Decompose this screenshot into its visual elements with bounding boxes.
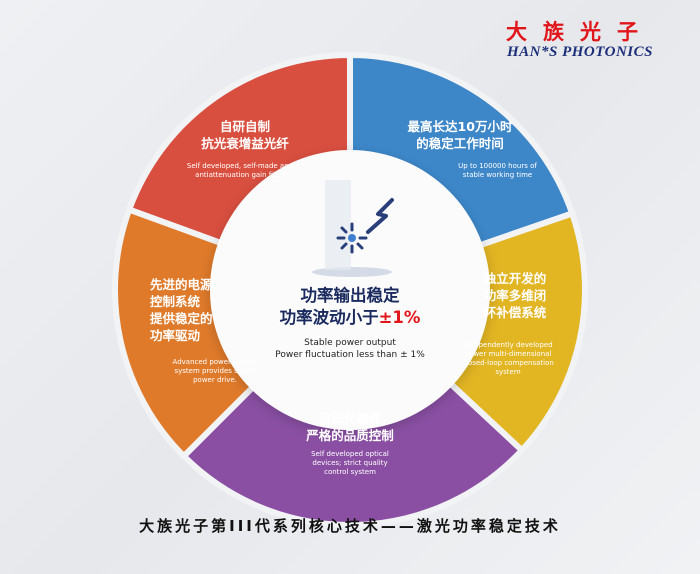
center-message: 功率输出稳定 功率波动小于±1% Stable power output Pow… [250, 285, 450, 361]
segment-power: 先进的电源控制系统提供稳定的功率驱动 Advanced power contro… [150, 276, 257, 385]
laser-icon [312, 180, 394, 277]
segment-title: 先进的电源控制系统提供稳定的功率驱动 [150, 277, 213, 343]
segment-subtitle: Up to 100000 hours of stable working tim… [458, 162, 537, 179]
segment-subtitle: Self developed optical devices; strict q… [311, 450, 389, 476]
segment-subtitle: Advanced power control system provides s… [172, 358, 258, 384]
footer-title: 大族光子第III代系列核心技术——激光功率稳定技术 [139, 517, 561, 535]
center-en2: Power fluctuation less than ± 1% [275, 350, 425, 360]
center-en1: Stable power output [304, 338, 396, 348]
brand-logo: 大族光子 HAN*S PHOTONICS [495, 20, 665, 61]
segment-optical: 自研光器件严格的品质控制 Self developed optical devi… [280, 410, 420, 477]
segment-title: 自研光器件严格的品质控制 [306, 411, 394, 443]
segment-subtitle: Independently developed power multi-dime… [462, 341, 554, 376]
segment-title: 最高长达10万小时的稳定工作时间 [407, 119, 513, 151]
logo-en: HAN*S PHOTONICS [506, 44, 653, 60]
center-line1: 功率输出稳定 [300, 286, 400, 305]
center-disc [210, 150, 490, 430]
segment-fiber: 自研自制抗光衰增益光纤 Self developed, self-made an… [160, 118, 330, 180]
segment-closed-loop: 独立开发的功率多维闭环补偿系统 Independently developed … [462, 270, 560, 377]
segment-title: 独立开发的功率多维闭环补偿系统 [483, 271, 547, 320]
segment-title: 自研自制抗光衰增益光纤 [201, 119, 289, 151]
segment-subtitle: Self developed, self-made and antiattenu… [186, 162, 294, 179]
center-line2: 功率波动小于±1% [279, 308, 421, 327]
fluctuation-value: ±1% [378, 308, 421, 327]
segment-lifetime: 最高长达10万小时的稳定工作时间 Up to 100000 hours of s… [385, 118, 537, 180]
logo-cn: 大族光子 [506, 19, 654, 44]
